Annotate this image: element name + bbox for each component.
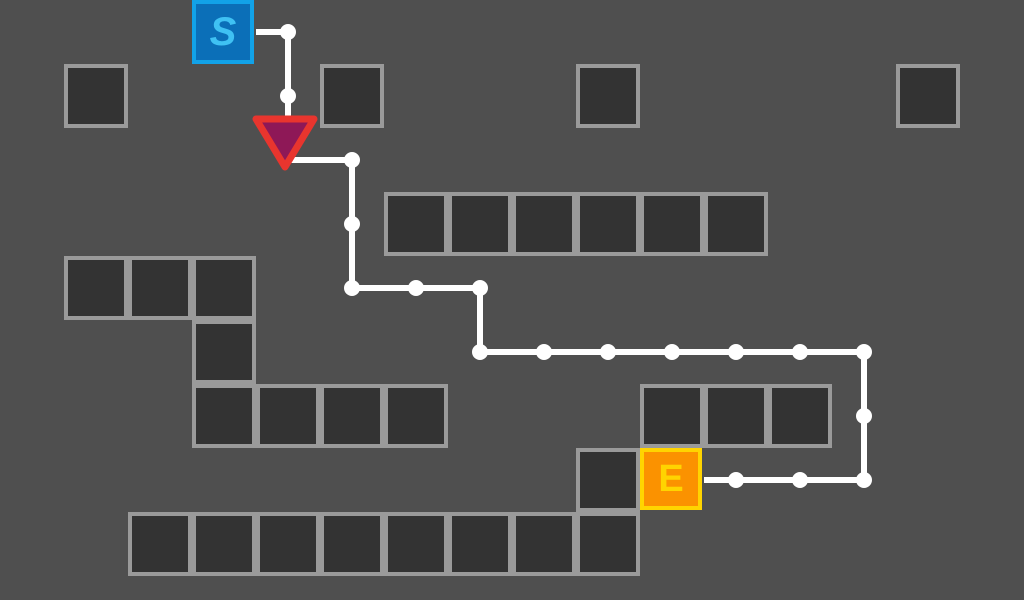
obstacle-block — [576, 448, 640, 512]
obstacle-block — [192, 512, 256, 576]
path-node[interactable] — [344, 216, 360, 232]
end-tile[interactable]: E — [640, 448, 702, 510]
path-node[interactable] — [536, 344, 552, 360]
path-node[interactable] — [856, 344, 872, 360]
obstacle-block — [384, 512, 448, 576]
path-node[interactable] — [856, 472, 872, 488]
obstacle-block — [704, 192, 768, 256]
obstacle-block — [320, 64, 384, 128]
end-tile-label: E — [658, 458, 684, 500]
obstacle-block — [640, 192, 704, 256]
obstacle-block — [64, 64, 128, 128]
obstacle-block — [448, 512, 512, 576]
obstacle-block — [640, 384, 704, 448]
path-node[interactable] — [792, 344, 808, 360]
obstacle-block — [704, 384, 768, 448]
path-node-group — [280, 24, 872, 488]
path-node[interactable] — [792, 472, 808, 488]
obstacle-block — [256, 512, 320, 576]
start-tile-label: S — [209, 10, 237, 54]
path-node[interactable] — [664, 344, 680, 360]
path-node[interactable] — [408, 280, 424, 296]
obstacle-block — [576, 512, 640, 576]
path-node[interactable] — [728, 344, 744, 360]
agent-triangle-icon[interactable] — [248, 111, 322, 175]
obstacle-block — [128, 256, 192, 320]
obstacle-block — [512, 192, 576, 256]
obstacle-block — [192, 256, 256, 320]
obstacle-block — [256, 384, 320, 448]
path-node[interactable] — [856, 408, 872, 424]
path-node[interactable] — [728, 472, 744, 488]
path-node[interactable] — [472, 280, 488, 296]
obstacle-block — [768, 384, 832, 448]
obstacle-block — [576, 192, 640, 256]
obstacle-block — [384, 384, 448, 448]
obstacle-block — [384, 192, 448, 256]
path-node[interactable] — [280, 88, 296, 104]
agent-triangle-shape — [252, 115, 318, 171]
obstacle-block — [320, 384, 384, 448]
obstacle-block — [448, 192, 512, 256]
path-node[interactable] — [472, 344, 488, 360]
obstacle-block — [64, 256, 128, 320]
obstacle-block — [128, 512, 192, 576]
obstacle-block — [512, 512, 576, 576]
path-node[interactable] — [344, 152, 360, 168]
obstacle-block — [896, 64, 960, 128]
obstacle-block — [192, 320, 256, 384]
obstacle-block — [576, 64, 640, 128]
path-node[interactable] — [344, 280, 360, 296]
start-tile[interactable]: S — [192, 0, 254, 64]
path-node[interactable] — [600, 344, 616, 360]
path-node[interactable] — [280, 24, 296, 40]
obstacle-block — [192, 384, 256, 448]
obstacle-block — [320, 512, 384, 576]
